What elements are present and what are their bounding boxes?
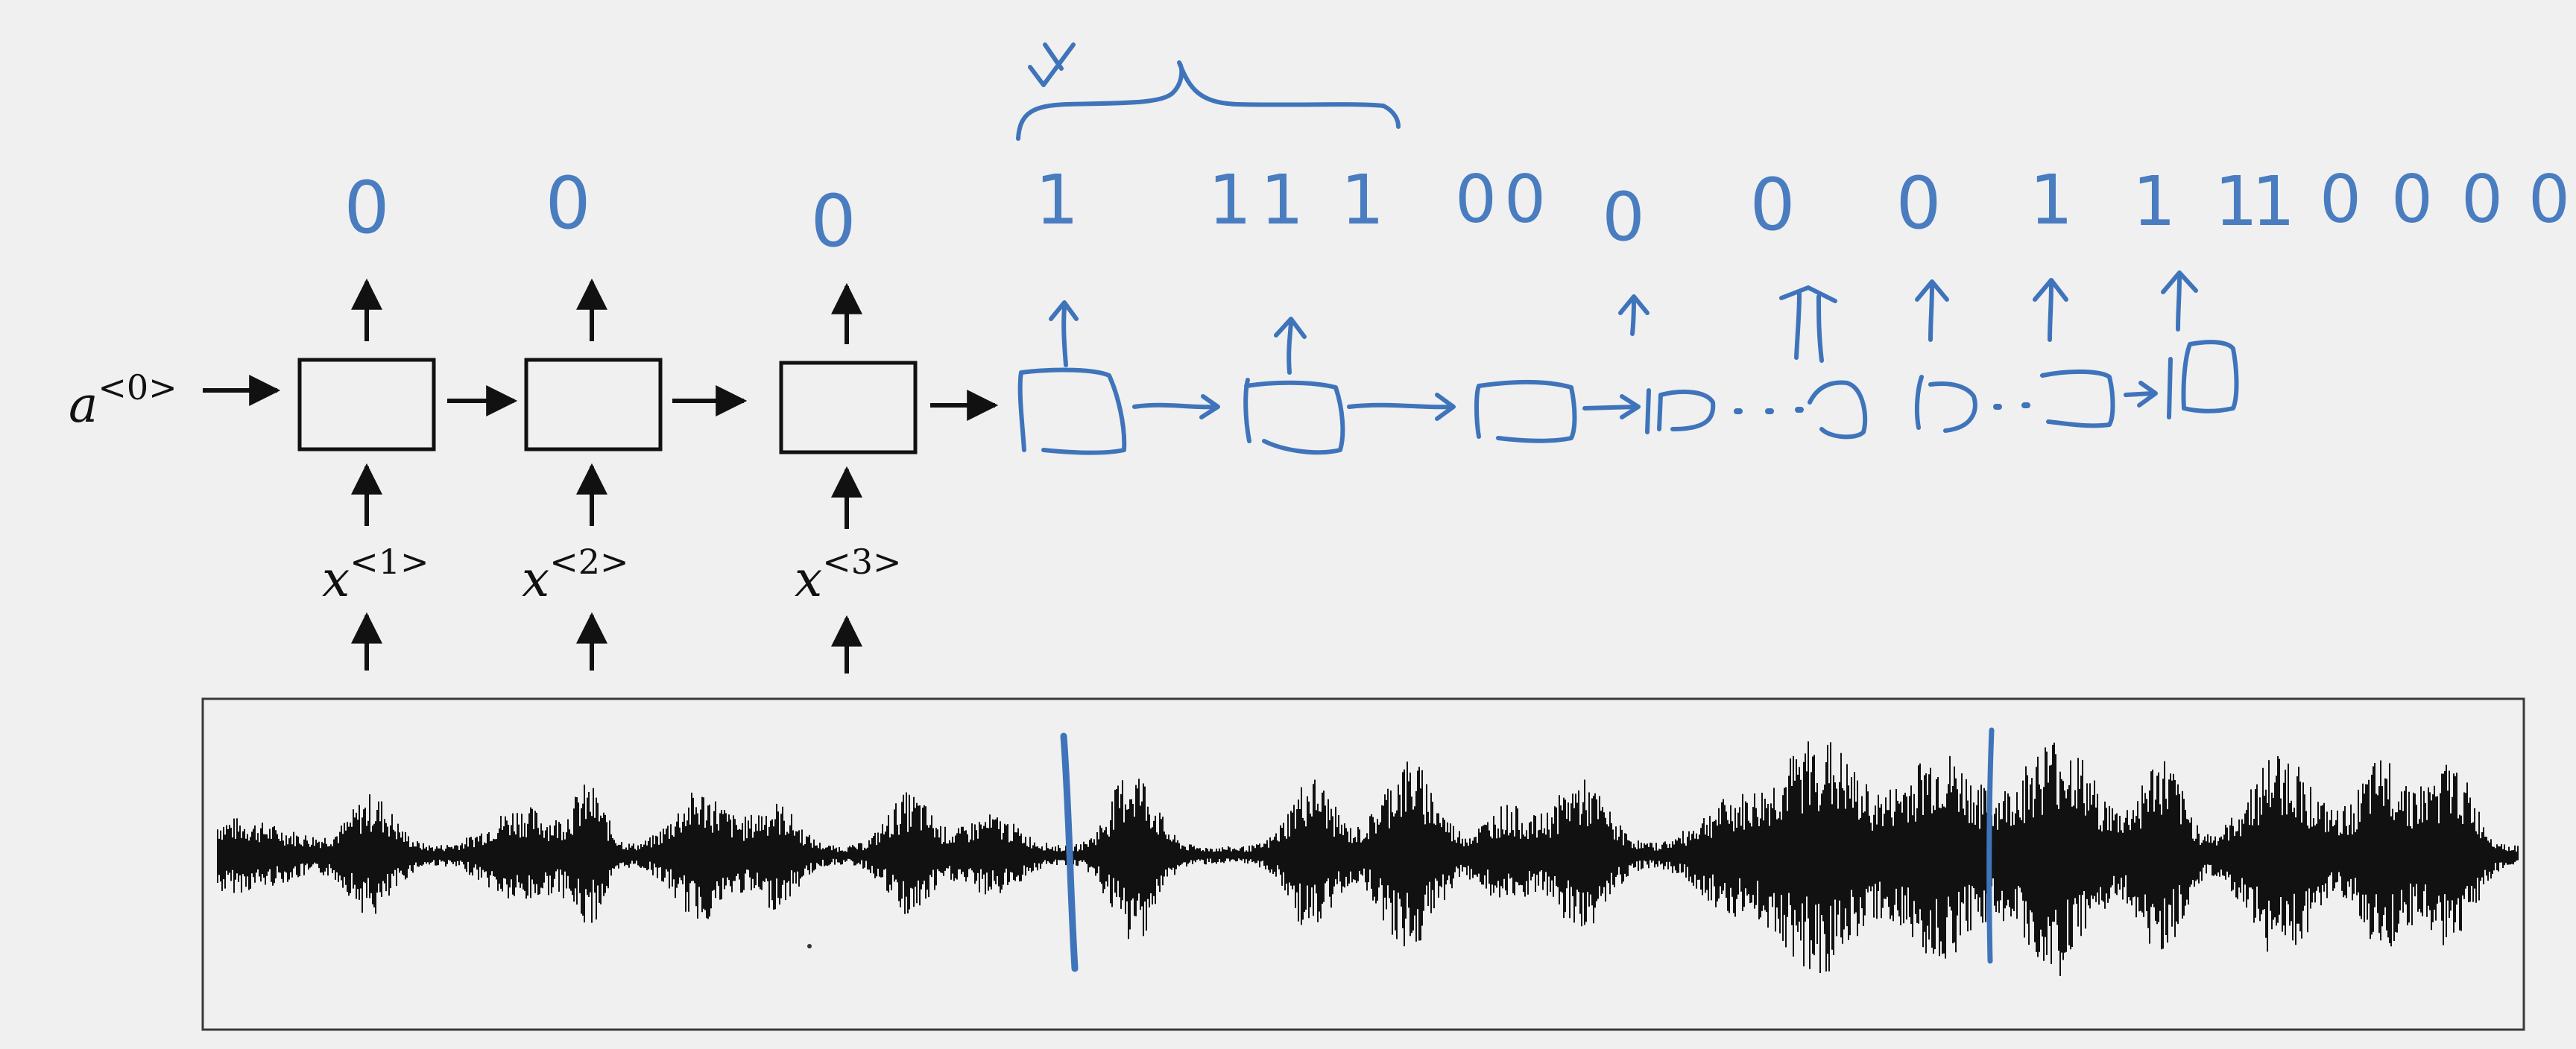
audio-waveform	[217, 741, 2519, 976]
label-digit: 0	[2391, 161, 2433, 238]
hand-cell	[1645, 388, 1716, 434]
hand-up-arrow	[1915, 279, 1949, 342]
hand-up-arrow	[1049, 300, 1079, 367]
hand-cell	[1474, 379, 1577, 443]
waveform-speck	[807, 944, 812, 948]
hand-arrow	[1582, 394, 1641, 419]
hand-cell	[1017, 367, 1127, 455]
hand-arrow	[1132, 394, 1220, 419]
hand-cell	[1243, 378, 1345, 455]
rnn-cell-2	[524, 358, 663, 451]
hand-up-arrow	[1274, 317, 1307, 375]
hand-arrow	[1347, 393, 1456, 421]
hand-up-arrow	[2033, 278, 2068, 342]
rnn-chain: a<0> x<1> x<2> x<3>	[69, 278, 999, 674]
hand-dots	[1734, 407, 1804, 414]
initial-activation-label: a<0>	[69, 367, 177, 434]
hand-up-arrow	[2161, 270, 2198, 332]
trigger-marker-line-1	[1060, 732, 1079, 972]
label-digit: 0	[1602, 178, 1644, 256]
hand-up-arrow	[1779, 285, 1837, 363]
hand-cell	[1808, 380, 1868, 440]
trigger-marker-line-2	[1986, 727, 1995, 964]
handwritten-annotations: 0 0 0 1 1 1 1 0 0 0 0 0 1 1 1 1 0 0 0 0	[344, 42, 2570, 455]
output-label-1: 0	[344, 166, 389, 250]
label-digit: 0	[2320, 161, 2361, 238]
input-label-1: x<1>	[322, 542, 429, 608]
label-digit: 1	[2030, 160, 2074, 240]
check-mark	[1028, 42, 1076, 87]
output-label-2: 0	[545, 162, 590, 245]
hand-cell	[2040, 369, 2115, 428]
handwritten-rnn-chain	[1017, 340, 2239, 455]
hand-cell	[1914, 375, 1977, 433]
hand-cell	[2167, 340, 2239, 419]
trigger-brace	[1016, 60, 1401, 141]
handwritten-label-sequence: 1 1 1 1 0 0 0 0 0 1 1 1 1 0 0 0 0	[1035, 160, 2570, 256]
label-digit: 0	[1504, 161, 1546, 238]
hand-up-arrow	[1618, 294, 1650, 336]
rnn-cell-1	[297, 358, 436, 451]
label-digit: 1	[1035, 160, 1079, 240]
label-digit: 1	[2214, 162, 2258, 241]
label-digit: 0	[2461, 161, 2503, 238]
rnn-cell-3	[779, 361, 918, 454]
output-label-3: 0	[810, 180, 856, 263]
waveform-trace	[217, 741, 2519, 976]
audio-waveform-panel	[201, 697, 2525, 1031]
label-digit: 0	[1749, 163, 1795, 247]
label-digit: 1	[2252, 162, 2296, 241]
handwritten-output-arrows	[1049, 270, 2198, 375]
label-digit: 1	[1260, 160, 1304, 240]
label-digit: 1	[1208, 160, 1252, 240]
hand-arrow	[2124, 381, 2158, 408]
hand-dots	[1993, 402, 2030, 410]
input-label-2: x<2>	[522, 542, 629, 608]
label-digit: 0	[2528, 161, 2570, 238]
label-digit: 1	[2133, 162, 2176, 241]
label-digit: 1	[1341, 160, 1385, 240]
label-digit: 0	[1455, 161, 1497, 238]
input-label-3: x<3>	[795, 542, 902, 608]
label-digit: 0	[1895, 162, 1941, 245]
